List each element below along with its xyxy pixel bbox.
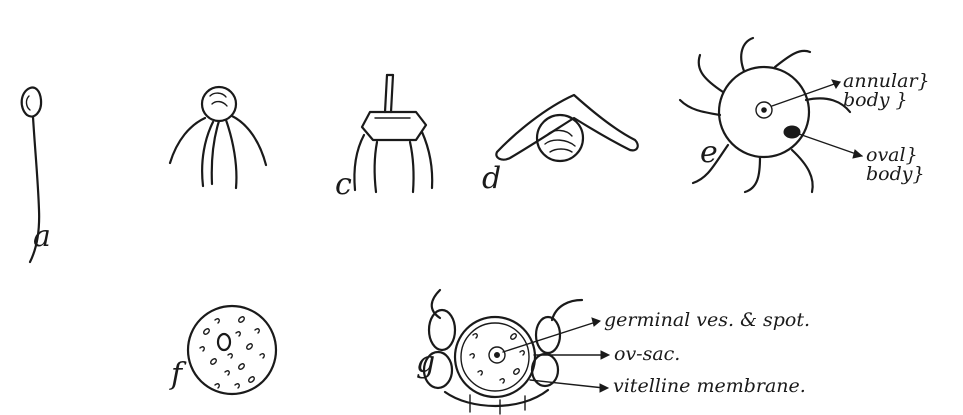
annotation-germinal-vesicle: germinal ves. & spot. (604, 311, 810, 330)
annotation-ov-sac: ov-sac. (614, 345, 680, 364)
panel-f-drawing (188, 306, 276, 394)
panel-label-c: c (335, 170, 352, 200)
panel-label-e: e (700, 138, 718, 168)
panel-label-f: f (171, 360, 182, 390)
panel-c-drawing (354, 75, 432, 192)
panel-label-a: a (33, 222, 51, 252)
panel-label-d: d (482, 164, 501, 194)
annotation-oval-body: oval} body} (866, 146, 956, 184)
annotation-annular-body: annular} body } (843, 72, 953, 110)
panel-label-g: g (416, 348, 435, 378)
annotation-vitelline-membrane: vitelline membrane. (613, 377, 806, 396)
panel-d-drawing (496, 95, 637, 161)
panel-g-drawing (424, 290, 609, 414)
panel-b-drawing (170, 87, 266, 188)
